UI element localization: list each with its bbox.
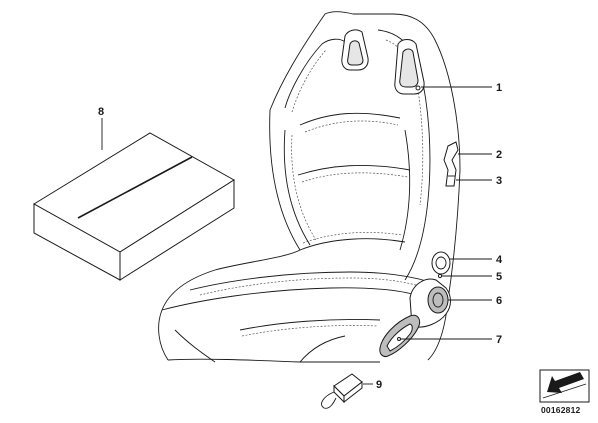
callout-2: 2 bbox=[496, 149, 502, 161]
part-9-clip bbox=[321, 373, 363, 409]
part-8-box bbox=[33, 132, 235, 281]
racing-seat bbox=[158, 11, 461, 363]
leader-lines bbox=[101, 86, 492, 385]
callout-7: 7 bbox=[496, 334, 502, 346]
callout-8: 8 bbox=[98, 106, 104, 118]
part-4-knob-small bbox=[431, 251, 451, 275]
callout-4: 4 bbox=[496, 254, 503, 266]
callout-1: 1 bbox=[496, 82, 502, 94]
callout-3: 3 bbox=[496, 175, 502, 187]
callout-6: 6 bbox=[496, 295, 502, 307]
part-2-3-lever bbox=[443, 141, 459, 187]
direction-arrow-icon bbox=[539, 369, 590, 403]
document-number: 00162812 bbox=[541, 405, 580, 415]
callout-5: 5 bbox=[496, 271, 502, 283]
part-6-recliner-cover bbox=[409, 278, 451, 328]
callout-9: 9 bbox=[376, 379, 382, 391]
part-7-side-trim bbox=[379, 314, 421, 357]
